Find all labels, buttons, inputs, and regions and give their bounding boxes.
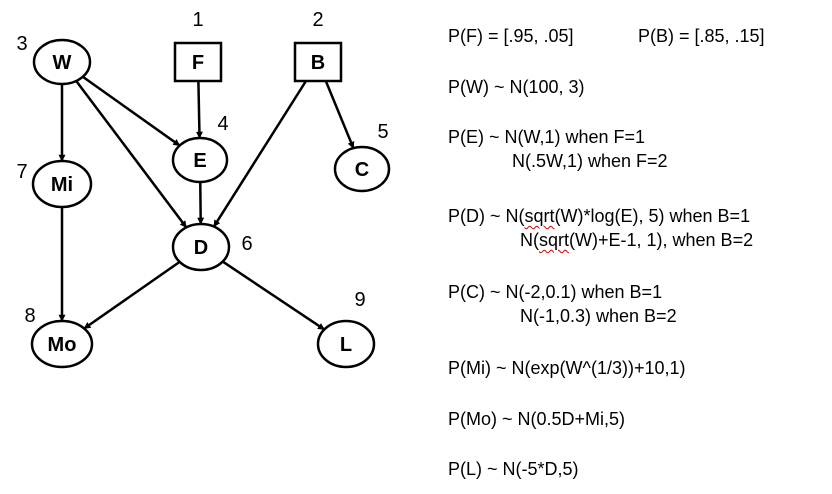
node-b: B2 xyxy=(293,9,343,83)
prob-e-line2: N(.5W,1) when F=2 xyxy=(512,151,668,171)
node-mi: Mi 7 xyxy=(16,159,93,209)
edge-f-to-e xyxy=(195,80,203,139)
node-l-shape xyxy=(316,319,376,369)
node-f-label: F xyxy=(192,52,204,74)
node-mi-shape xyxy=(31,159,93,209)
node-c: C5 xyxy=(333,121,391,193)
node-e-number: 4 xyxy=(217,113,228,135)
prob-d-line1-b: (W)*log(E), 5) when B=1 xyxy=(554,206,751,226)
node-mo-number: 8 xyxy=(24,305,35,327)
node-e-label: E xyxy=(193,150,206,172)
edge-w-to-d xyxy=(75,80,188,229)
node-e: E4 xyxy=(171,113,229,184)
edge-d-to-mo xyxy=(83,260,181,330)
node-mi-number: 7 xyxy=(16,161,27,183)
prob-d-line2: N(sqrt(W)+E-1, 1), when B=2 xyxy=(520,230,753,251)
edge-b-to-d xyxy=(212,80,308,228)
edge-w-to-e xyxy=(82,75,181,147)
node-c-label: C xyxy=(355,159,369,181)
node-mo: Mo 8 xyxy=(24,305,94,369)
node-w: W3 xyxy=(16,33,92,86)
edge-b-to-c xyxy=(324,80,355,149)
node-b-shape xyxy=(293,41,343,83)
node-c-shape xyxy=(333,145,391,193)
node-l-label: L xyxy=(340,334,352,356)
node-f: F1 xyxy=(173,9,223,83)
node-c-number: 5 xyxy=(377,121,388,143)
node-l-number: 9 xyxy=(354,289,365,311)
prob-e-line1: P(E) ~ N(W,1) when F=1 xyxy=(448,127,646,147)
node-d-number: 6 xyxy=(241,233,252,255)
node-l: L9 xyxy=(316,289,376,369)
edge-d-to-l xyxy=(222,260,325,331)
node-w-shape xyxy=(32,38,92,86)
prob-d-line1: P(D) ~ N(sqrt(W)*log(E), 5) when B=1 xyxy=(448,206,750,227)
prob-c-line1: P(C) ~ N(-2,0.1) when B=1 xyxy=(448,282,663,302)
prob-d-line2-a: N( xyxy=(520,230,539,250)
node-f-shape xyxy=(173,41,223,83)
prob-d-line1-a: P(D) ~ N( xyxy=(448,206,525,226)
prob-c-line2: N(-1,0.3) when B=2 xyxy=(520,306,677,326)
node-b-label: B xyxy=(311,52,325,74)
prob-f: P(F) = [.95, .05] xyxy=(448,26,574,46)
spellcheck-sqrt-1: sqrt xyxy=(524,206,555,226)
node-mi-label: Mi xyxy=(51,174,73,196)
node-b-number: 2 xyxy=(312,9,323,31)
node-mo-shape xyxy=(30,319,94,369)
prob-mi: P(Mi) ~ N(exp(W^(1/3))+10,1) xyxy=(448,358,686,378)
node-w-label: W xyxy=(53,52,72,74)
prob-w: P(W) ~ N(100, 3) xyxy=(448,77,585,97)
node-e-shape xyxy=(171,136,229,184)
prob-mo: P(Mo) ~ N(0.5D+Mi,5) xyxy=(448,409,626,429)
edges xyxy=(58,75,355,331)
node-w-number: 3 xyxy=(16,33,27,55)
prob-d-line2-b: (W)+E-1, 1), when B=2 xyxy=(569,230,754,250)
prob-b: P(B) = [.85, .15] xyxy=(638,26,765,46)
node-mo-label: Mo xyxy=(48,334,77,356)
prob-l: P(L) ~ N(-5*D,5) xyxy=(448,459,579,479)
node-d-shape xyxy=(171,222,231,272)
node-f-number: 1 xyxy=(192,9,203,31)
spellcheck-sqrt-2: sqrt xyxy=(539,230,570,250)
node-d-label: D xyxy=(194,237,208,259)
